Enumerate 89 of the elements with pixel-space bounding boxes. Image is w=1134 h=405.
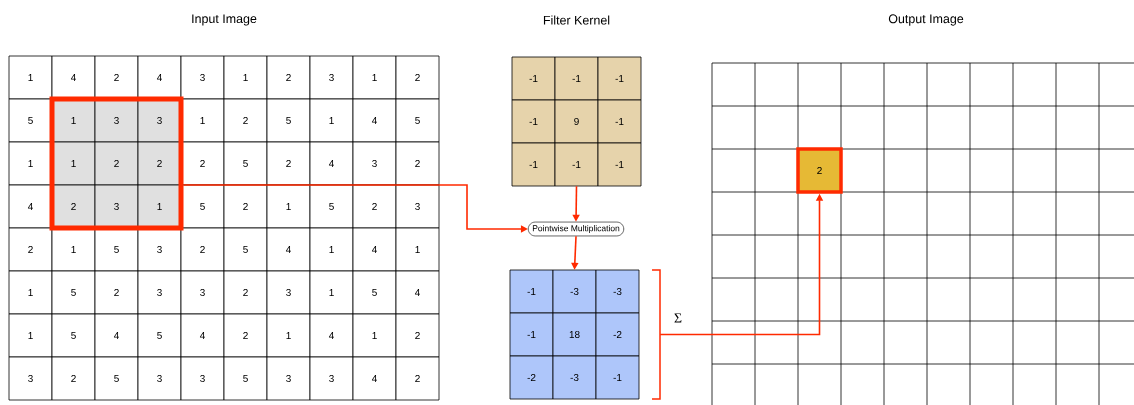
- grid-cell: -1: [511, 142, 556, 187]
- grid-cell: 1: [8, 270, 53, 315]
- grid-cell: 9: [554, 99, 599, 144]
- grid-cell: 3: [266, 356, 311, 401]
- grid-cell: 1: [352, 313, 397, 358]
- grid-cell: 3: [352, 141, 397, 186]
- grid-cell: 3: [266, 270, 311, 315]
- grid-cell: 3: [180, 356, 225, 401]
- grid-cell: 3: [137, 270, 182, 315]
- grid-cell: 3: [180, 270, 225, 315]
- grid-cell: 4: [137, 55, 182, 100]
- title: Filter Kernel: [543, 15, 610, 25]
- grid-cell: 2: [8, 227, 53, 272]
- grid-cell: 1: [266, 313, 311, 358]
- grid-cell: 3: [137, 356, 182, 401]
- grid-cell: -1: [554, 56, 599, 101]
- grid-cell: 2: [223, 313, 268, 358]
- grid-cell: 2: [395, 55, 440, 100]
- grid-cell: 3: [309, 55, 354, 100]
- grid-cell: -1: [509, 312, 554, 357]
- grid-cell: -1: [597, 99, 642, 144]
- grid-cell: 4: [266, 227, 311, 272]
- grid-cell: 3: [309, 356, 354, 401]
- grid-cell: 2: [266, 141, 311, 186]
- grid-cell: -3: [552, 269, 597, 314]
- grid-cell: 5: [137, 313, 182, 358]
- grid-cell: -3: [552, 355, 597, 400]
- sum-symbol: Σ: [674, 313, 682, 323]
- grid-cell: -3: [595, 269, 640, 314]
- grid-cell: 2: [137, 141, 182, 186]
- grid-cell: 3: [94, 184, 139, 229]
- grid-cell: 2: [223, 270, 268, 315]
- grid-cell: -1: [597, 56, 642, 101]
- grid-cell: 4: [352, 356, 397, 401]
- grid-cell: 4: [309, 313, 354, 358]
- grid-cell: 2: [51, 356, 96, 401]
- grid-cell: 1: [309, 227, 354, 272]
- grid-cell: 2: [94, 55, 139, 100]
- grid-cell: 4: [352, 227, 397, 272]
- process-box: Pointwise Multiplication: [527, 221, 625, 237]
- title: Output Image: [888, 14, 964, 26]
- output-cell: 2: [796, 147, 843, 194]
- grid-cell: 1: [395, 227, 440, 272]
- grid-cell: -1: [595, 355, 640, 400]
- grid-cell: 5: [223, 356, 268, 401]
- grid-cell: -1: [509, 269, 554, 314]
- grid-cell: 5: [51, 313, 96, 358]
- grid-cell: 5: [51, 270, 96, 315]
- grid-cell: 2: [223, 98, 268, 143]
- grid-cell: -1: [511, 99, 556, 144]
- grid-cell: 4: [94, 313, 139, 358]
- grid-cell: 1: [8, 313, 53, 358]
- grid-cell: 5: [395, 98, 440, 143]
- grid-cell: 4: [395, 270, 440, 315]
- grid-cell: 1: [309, 270, 354, 315]
- grid-cell: 2: [94, 270, 139, 315]
- grid-cell: 1: [8, 55, 53, 100]
- grid-cell: 2: [395, 141, 440, 186]
- grid-cell: 1: [309, 98, 354, 143]
- grid-cell: 1: [223, 55, 268, 100]
- grid-cell: 2: [266, 55, 311, 100]
- grid-cell: 2: [94, 141, 139, 186]
- grid-cell: 5: [352, 270, 397, 315]
- grid-cell: 2: [180, 227, 225, 272]
- grid-cell: -2: [509, 355, 554, 400]
- grid-cell: 5: [8, 98, 53, 143]
- grid-cell: 1: [8, 141, 53, 186]
- grid-cell: 5: [266, 98, 311, 143]
- grid-cell: 1: [352, 55, 397, 100]
- grid-cell: 4: [352, 98, 397, 143]
- grid-cell: 2: [395, 313, 440, 358]
- grid-cell: 3: [180, 55, 225, 100]
- grid-cell: 5: [223, 141, 268, 186]
- grid-cell: 4: [180, 313, 225, 358]
- grid-cell: 3: [395, 184, 440, 229]
- grid-cell: 5: [223, 227, 268, 272]
- grid-cell: 4: [8, 184, 53, 229]
- grid-cell: 4: [309, 141, 354, 186]
- grid-cell: -1: [554, 142, 599, 187]
- grid-cell: 3: [8, 356, 53, 401]
- title: Input Image: [192, 14, 257, 26]
- grid-cell: 1: [137, 184, 182, 229]
- grid-cell: -1: [511, 56, 556, 101]
- grid-cell: 4: [51, 55, 96, 100]
- grid-cell: 18: [552, 312, 597, 357]
- grid-cell: 5: [94, 356, 139, 401]
- grid-cell: 2: [395, 356, 440, 401]
- grid-cell: -1: [597, 142, 642, 187]
- grid-cell: -2: [595, 312, 640, 357]
